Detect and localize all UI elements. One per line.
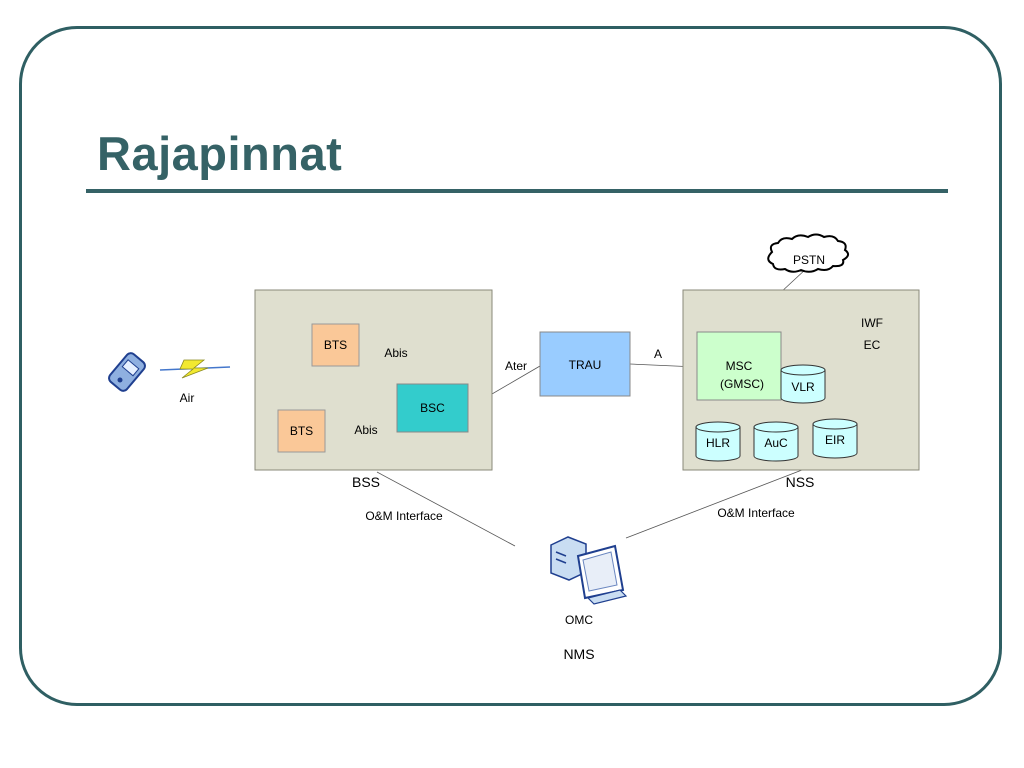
vlr-database: VLR [780,364,826,404]
trau-label: TRAU [569,358,602,372]
pstn-label: PSTN [793,253,825,267]
title-underline [86,189,948,193]
omc-computer-icon [550,536,628,605]
a-interface-label: A [654,347,662,361]
om-left-line [376,471,516,547]
ater-label: Ater [505,359,527,373]
mobile-phone-icon [108,352,146,392]
slide-title: Rajapinnat [97,127,343,180]
slide-frame [19,26,1002,706]
abis-bottom-label: Abis [354,423,377,437]
auc-label: AuC [764,436,788,450]
om-interface-right-label: O&M Interface [717,506,795,520]
bts-bottom-label: BTS [290,424,313,438]
iwf-label: IWF [861,316,883,330]
trau-box [539,331,631,397]
radio-link-bolt-icon [159,359,231,379]
ec-label: EC [864,338,881,352]
om-right-line [625,469,803,539]
vlr-label: VLR [791,380,815,394]
hlr-database: HLR [695,421,741,462]
nss-label: NSS [786,474,815,490]
eir-database: EIR [812,418,858,459]
omc-label: OMC [565,613,593,627]
eir-label: EIR [825,433,845,447]
bts-top-label: BTS [324,338,347,352]
msc-label: MSC [726,359,753,373]
air-label: Air [180,391,195,405]
pstn-cloud-icon [767,233,849,273]
hlr-label: HLR [706,436,730,450]
abis-top-label: Abis [384,346,407,360]
bts-top-box [311,323,360,367]
gmsc-label: (GMSC) [720,377,764,391]
msc-box [696,331,782,401]
om-interface-left-label: O&M Interface [365,509,443,523]
bsc-label: BSC [420,401,445,415]
nms-label: NMS [563,646,594,662]
bts-bottom-box [277,409,326,453]
auc-database: AuC [753,421,799,462]
bss-label: BSS [352,474,380,490]
bsc-box [396,383,469,433]
